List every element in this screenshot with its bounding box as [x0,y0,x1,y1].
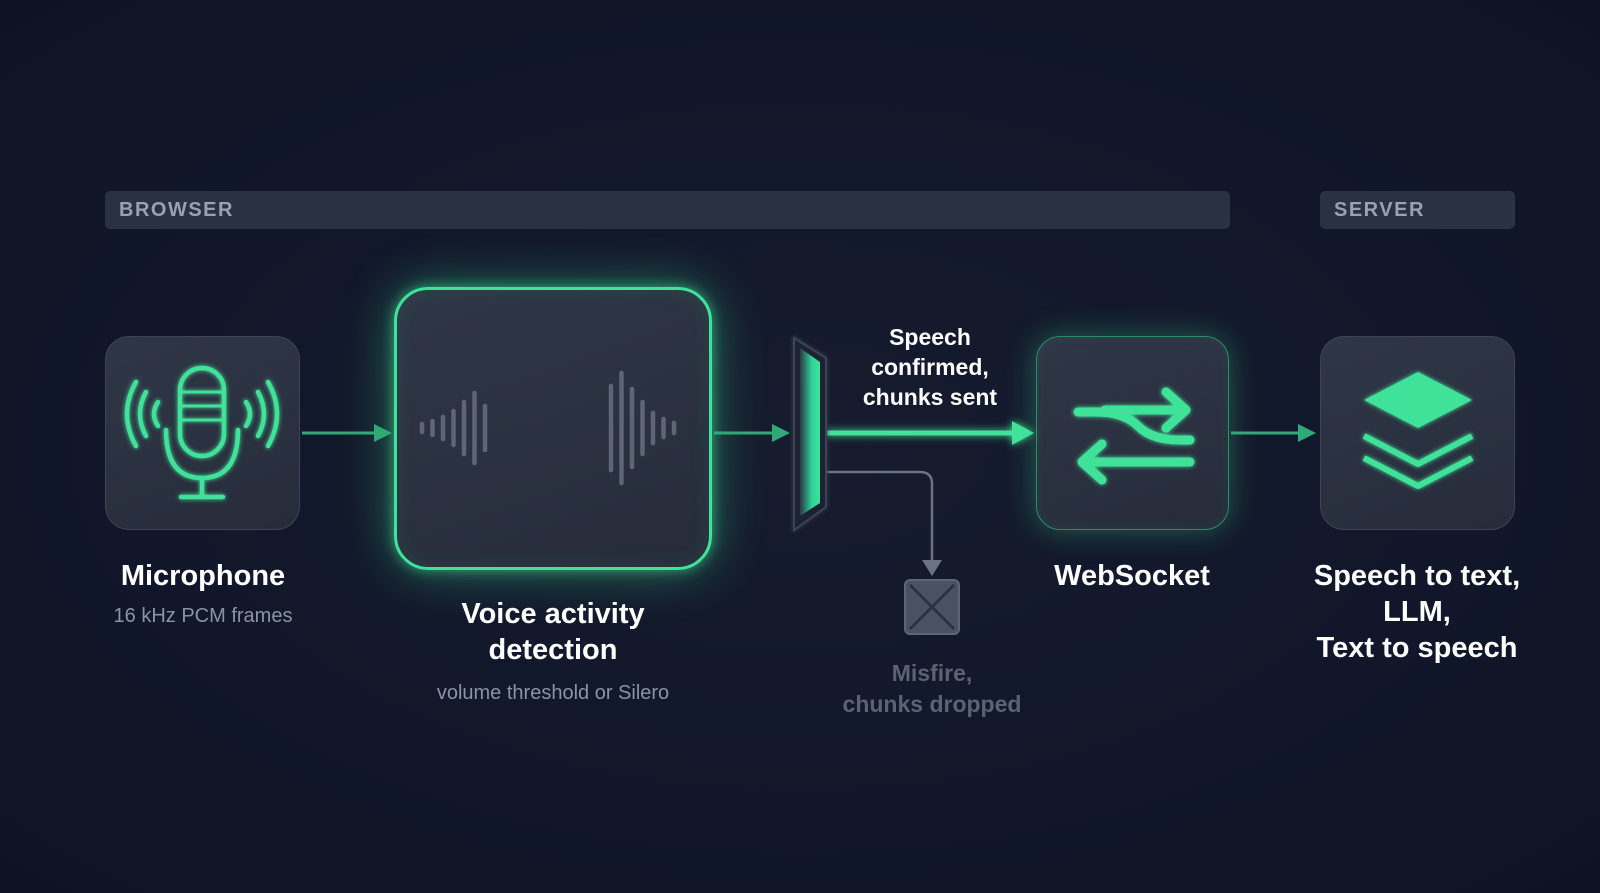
server-section-label: SERVER [1334,198,1425,221]
server-title-line2: LLM, [1383,596,1451,628]
arrow-websocket-to-server [1231,424,1316,442]
confirmed-label-line1: Speech [889,324,971,350]
vad-node [394,287,712,570]
vad-subtitle: volume threshold or Silero [436,682,670,704]
arrow-mic-to-vad [302,424,392,442]
server-section-band: SERVER [1320,191,1515,229]
browser-section-label: BROWSER [119,198,234,221]
arrow-vad-to-gate [714,424,790,442]
websocket-node [1036,336,1229,530]
bidirectional-arrows-icon [1073,387,1195,485]
arrow-confirmed-to-websocket [826,421,1034,445]
discard-box-icon [904,579,960,635]
gate-icon [793,336,827,532]
misfire-label-line1: Misfire, [891,660,973,686]
confirmed-label-line3: chunks sent [862,384,998,410]
vad-title-line1: Voice activity [461,598,645,630]
arrow-misfire-to-drop [826,470,942,576]
confirmed-label-line2: confirmed, [871,354,989,380]
microphone-subtitle: 16 kHz PCM frames [113,605,293,627]
layers-icon [1362,372,1474,489]
microphone-icon [124,365,280,500]
server-title-line1: Speech to text, [1313,560,1521,592]
vad-title-line2: detection [488,634,618,666]
browser-section-band: BROWSER [105,191,1230,229]
waveform-icon [419,343,677,513]
websocket-title: WebSocket [1054,560,1210,592]
server-node [1320,336,1515,530]
server-title-line3: Text to speech [1316,632,1518,664]
microphone-title: Microphone [120,560,286,592]
misfire-label-line2: chunks dropped [842,691,1022,717]
